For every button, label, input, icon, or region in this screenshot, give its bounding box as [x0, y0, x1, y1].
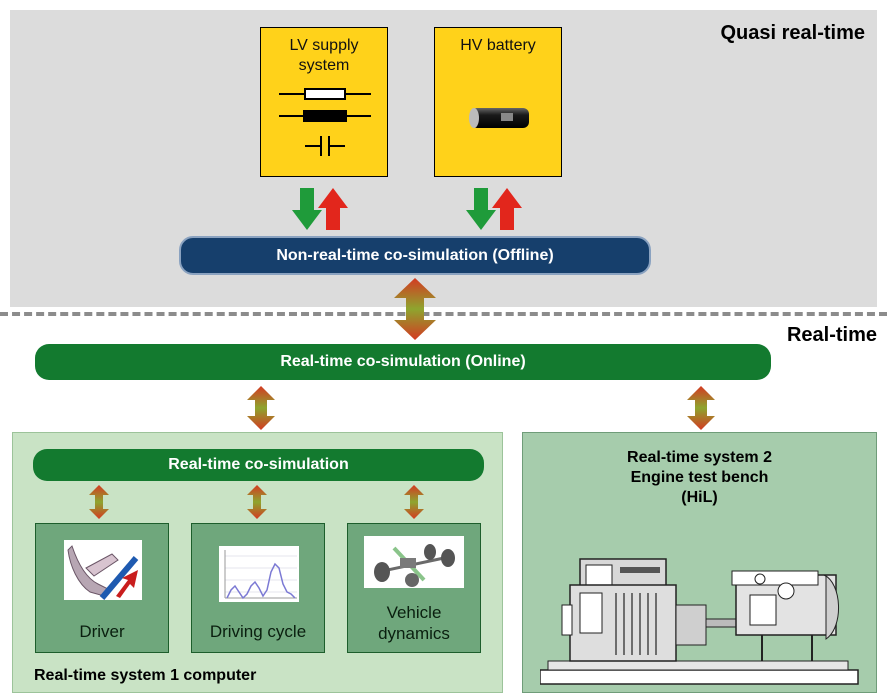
- system1-footer-label: Real-time system 1 computer: [34, 667, 257, 684]
- lv-supply-system-box: LV supply system: [260, 27, 388, 177]
- vehicle-dynamics-module: Vehicle dynamics: [347, 523, 481, 653]
- vehicle-dynamics-label: Vehicle dynamics: [378, 603, 450, 643]
- hv-battery-box: HV battery: [434, 27, 562, 177]
- online-cosimulation-bar: Real-time co-simulation (Online): [35, 344, 771, 380]
- system2-title: Real-time system 2 Engine test bench (Hi…: [522, 448, 877, 508]
- driving-cycle-graph-icon: [219, 546, 299, 602]
- system2-title-line1: Real-time system 2: [627, 449, 772, 466]
- driver-pedal-icon: [64, 540, 142, 600]
- lv-supply-label: LV supply system: [289, 37, 359, 74]
- online-system1-arrow: [247, 386, 275, 430]
- battery-cell-icon: [469, 108, 529, 128]
- system1-cosimulation-bar: Real-time co-simulation: [33, 449, 484, 481]
- hv-exchange-arrows-icon: [466, 188, 522, 230]
- vehicle-chassis-icon: [364, 536, 464, 588]
- realtime-label: Real-time: [786, 324, 877, 346]
- driver-link-arrow: [89, 485, 109, 519]
- driver-label: Driver: [79, 622, 125, 641]
- driver-module: Driver: [35, 523, 169, 653]
- online-system2-arrow: [687, 386, 715, 430]
- dynamics-link-arrow: [404, 485, 424, 519]
- driving-cycle-module: Driving cycle: [191, 523, 325, 653]
- cycle-link-arrow: [247, 485, 267, 519]
- offline-online-link-arrow: [394, 278, 436, 340]
- offline-cosimulation-bar: Non-real-time co-simulation (Offline): [179, 236, 651, 275]
- system2-title-line2: Engine test bench: [630, 469, 769, 486]
- hv-battery-label: HV battery: [460, 37, 536, 54]
- lv-exchange-arrows-icon: [292, 188, 348, 230]
- system2-title-line3: (HiL): [681, 489, 718, 506]
- quasi-realtime-label: Quasi real-time: [720, 22, 865, 44]
- circuit-symbols-icon: [279, 88, 371, 156]
- realtime-divider: [0, 312, 887, 316]
- driving-cycle-label: Driving cycle: [209, 622, 307, 641]
- engine-test-bench-icon: [540, 558, 859, 685]
